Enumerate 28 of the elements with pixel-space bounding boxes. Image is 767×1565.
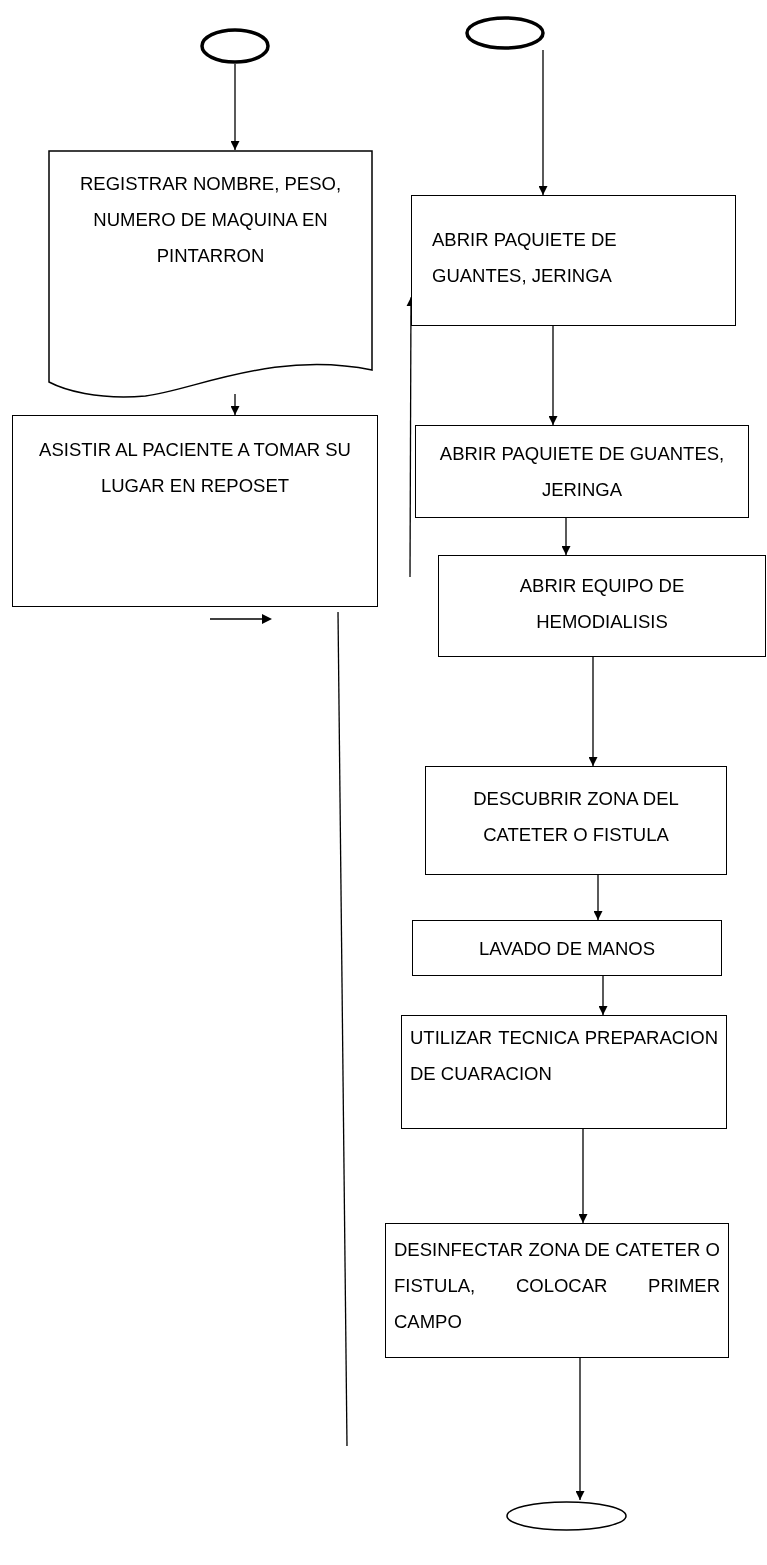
- step-text: REGISTRAR NOMBRE, PESO, NUMERO DE MAQUINA EN PINTARRON: [78, 172, 343, 268]
- arrow: [598, 975, 608, 1016]
- arrow: [561, 517, 571, 556]
- arrow: [578, 1128, 588, 1224]
- arrow: [575, 1357, 585, 1501]
- process-box: [425, 766, 727, 875]
- document-shape: [48, 150, 373, 400]
- process-box: [412, 920, 722, 976]
- step-text: ABRIR PAQUIETE DE GUANTES, JERINGA: [432, 228, 618, 288]
- step-text: ABRIR EQUIPO DE HEMODIALISIS: [518, 574, 686, 634]
- process-box: [12, 415, 378, 607]
- arrow: [588, 656, 598, 767]
- step-text: ABRIR PAQUIETE DE GUANTES, JERINGA: [438, 442, 726, 502]
- arrow: [230, 393, 240, 416]
- process-box: [438, 555, 766, 657]
- process-box: [385, 1223, 729, 1358]
- arrow: [593, 874, 603, 921]
- process-box: [411, 195, 736, 326]
- process-box: [401, 1015, 727, 1129]
- arrow: [230, 63, 240, 151]
- process-box: [415, 425, 749, 518]
- step-text: UTILIZAR TECNICA PREPARACION DE CUARACION: [410, 1026, 718, 1086]
- arrow: [548, 325, 558, 426]
- arrow: [538, 49, 548, 196]
- step-text: LAVADO DE MANOS: [477, 937, 657, 961]
- step-text: DESINFECTAR ZONA DE CATETER O FISTULA, COLOCAR PRIMER CAMPO: [394, 1238, 720, 1334]
- step-text: DESCUBRIR ZONA DEL CATETER O FISTULA: [472, 787, 680, 847]
- step-text: ASISTIR AL PACIENTE A TOMAR SU LUGAR EN REPOSET: [38, 438, 352, 498]
